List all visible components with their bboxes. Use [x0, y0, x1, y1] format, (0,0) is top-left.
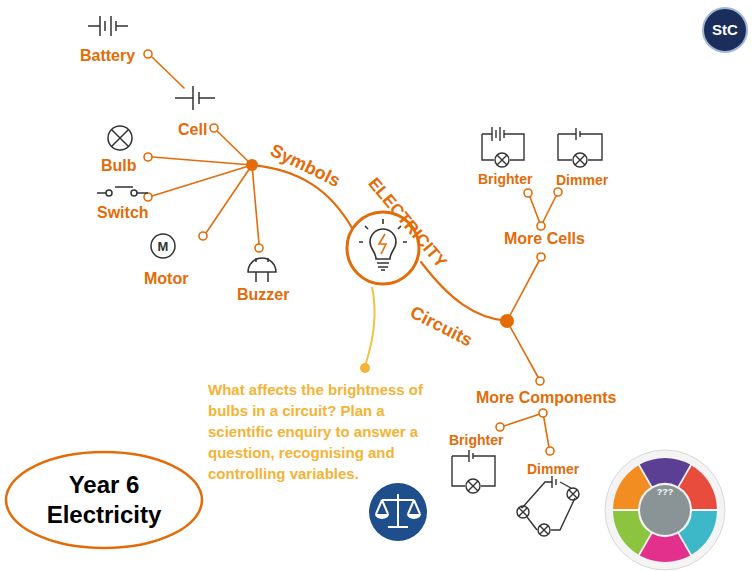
twig-line — [152, 157, 252, 165]
end-dot — [496, 423, 504, 431]
question-line — [365, 287, 374, 366]
circuit-one-bulb — [452, 450, 495, 493]
buzzer-symbol — [248, 258, 276, 282]
junction-dot — [246, 159, 258, 171]
symbol-name: Cell — [178, 121, 207, 139]
wheel-text: ??? — [657, 487, 674, 497]
circuit-two-cells — [482, 127, 524, 167]
twig-line — [252, 165, 259, 244]
wheel-centre — [640, 485, 690, 535]
twig-line — [504, 413, 549, 447]
end-dot — [537, 253, 545, 261]
enquiry-wheel — [605, 450, 725, 570]
logo-badge — [703, 8, 747, 52]
enquiry-question: What affects the brightness of bulbs in … — [208, 379, 444, 484]
circuit-three-bulbs — [517, 476, 579, 536]
balance-icon — [369, 483, 427, 541]
end-dot — [539, 409, 547, 417]
end-dot — [554, 188, 562, 196]
twig-line — [507, 321, 538, 377]
cell-symbol — [175, 86, 215, 110]
symbol-name: Bulb — [101, 157, 137, 175]
wheel-rim — [605, 450, 725, 570]
ellipse-outline — [4, 450, 204, 550]
end-dot — [524, 189, 532, 197]
symbol-name: Buzzer — [237, 286, 289, 304]
circuit-one-cell — [558, 128, 602, 167]
junction-dot — [500, 314, 514, 328]
bulb-symbol — [108, 126, 132, 150]
circuit-caption: Brighter — [449, 432, 503, 448]
branch-title: Symbols — [267, 140, 344, 191]
symbol-name: Motor — [144, 270, 188, 288]
motor-symbol — [151, 234, 175, 258]
end-dot — [255, 244, 263, 252]
end-dot — [144, 153, 152, 161]
twig-line — [152, 165, 252, 196]
branch-name: More Components — [476, 389, 616, 407]
end-dot — [210, 124, 218, 132]
end-dot — [199, 232, 207, 240]
end-dot — [144, 193, 152, 201]
title-ellipse: Year 6 Electricity — [4, 450, 204, 550]
end-dot — [536, 377, 544, 385]
symbol-name: Switch — [97, 204, 149, 222]
title-text: Year 6 Electricity — [34, 470, 174, 530]
twig-line — [530, 196, 556, 226]
symbol-name: Battery — [80, 47, 135, 65]
logo-text: StC — [712, 21, 738, 38]
motor-letter: M — [158, 239, 169, 254]
circuit-caption: Dimmer — [527, 461, 579, 477]
twig-line — [507, 261, 539, 321]
twig-line — [206, 165, 252, 233]
battery-symbol — [88, 16, 128, 36]
circuit-caption: Brighter — [478, 171, 532, 187]
junction-dot — [360, 363, 370, 373]
switch-symbol — [97, 187, 148, 196]
branch-name: More Cells — [504, 230, 585, 248]
end-dot — [546, 447, 554, 455]
end-dot — [537, 222, 545, 230]
end-dot — [144, 50, 152, 58]
hub-circle: ELECTRICITY — [345, 210, 421, 286]
twig-line — [217, 131, 252, 165]
branch-title: Circuits — [407, 302, 476, 351]
circuit-caption: Dimmer — [556, 172, 608, 188]
twig-line — [152, 57, 184, 88]
